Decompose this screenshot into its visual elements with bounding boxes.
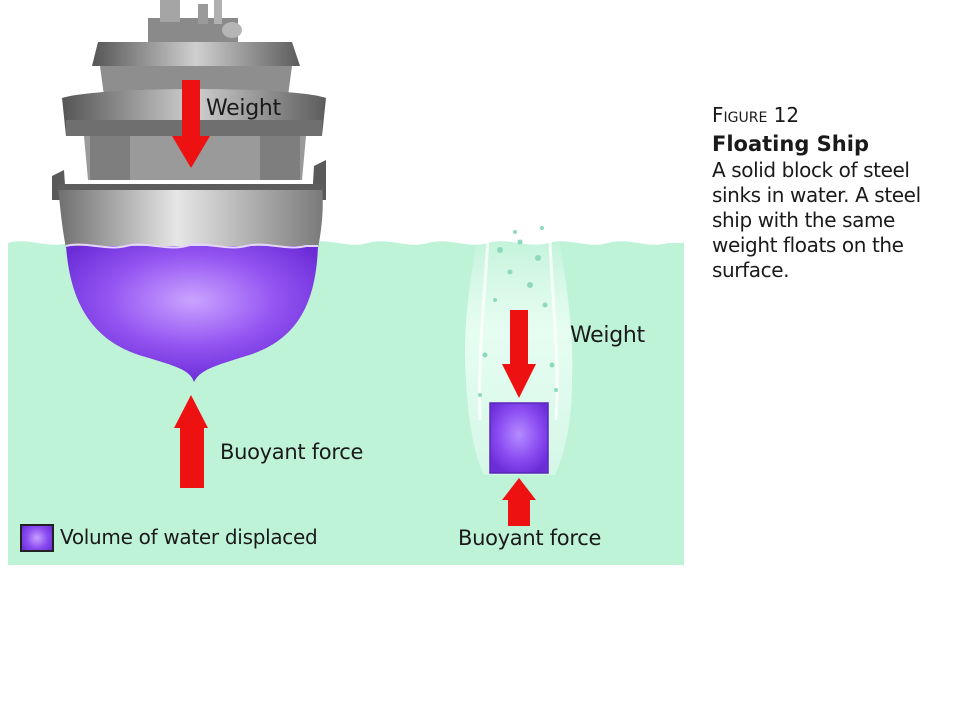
figure-title: Floating Ship <box>712 132 869 156</box>
figure-caption: Figure 12 Floating Ship A solid block of… <box>712 102 952 283</box>
legend-label: Volume of water displaced <box>60 525 318 549</box>
block-weight-arrow <box>502 310 536 398</box>
figure-caption-text: A solid block of steel sinks in water. A… <box>712 158 921 282</box>
block-buoyant-label: Buoyant force <box>458 526 602 550</box>
ship-buoyant-arrow <box>174 395 208 488</box>
steel-block <box>489 402 549 474</box>
ship-weight-label: Weight <box>206 96 281 121</box>
block-weight-label: Weight <box>570 323 645 348</box>
ship <box>52 0 326 382</box>
figure-number: Figure 12 <box>712 103 800 127</box>
ship-weight-arrow <box>172 80 210 168</box>
legend-swatch <box>20 524 54 552</box>
block-buoyant-arrow <box>502 478 536 526</box>
displaced-water-volume <box>66 246 318 382</box>
ship-buoyant-label: Buoyant force <box>220 440 364 464</box>
